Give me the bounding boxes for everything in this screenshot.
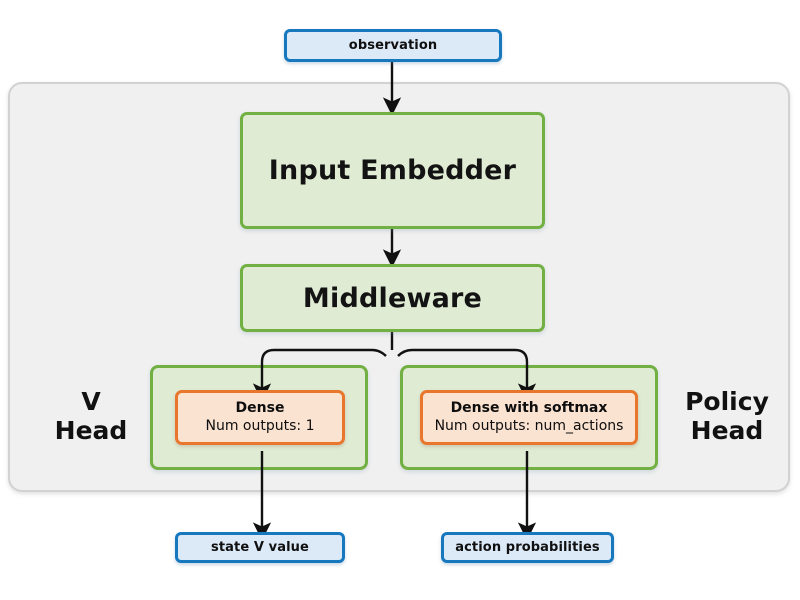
node-state-v-value-label: state V value: [211, 540, 309, 555]
policy-head-caption-line-2: Head: [690, 416, 764, 445]
node-state-v-value[interactable]: state V value: [175, 532, 345, 563]
node-input-embedder-label: Input Embedder: [268, 155, 517, 186]
node-policy-head-dense-title: Dense with softmax: [450, 399, 608, 416]
v-head-caption-line-2: Head: [54, 416, 128, 445]
node-action-probabilities-label: action probabilities: [455, 540, 600, 555]
v-head-caption: V Head: [36, 378, 146, 454]
policy-head-caption: Policy Head: [664, 378, 790, 454]
node-policy-head-dense[interactable]: Dense with softmax Num outputs: num_acti…: [420, 390, 638, 445]
policy-head-caption-line-1: Policy: [685, 386, 769, 416]
node-v-head-dense[interactable]: Dense Num outputs: 1: [175, 390, 345, 445]
v-head-caption-line-1: V: [81, 386, 101, 416]
node-policy-head-dense-outputs: Num outputs: num_actions: [434, 417, 624, 434]
node-v-head-dense-outputs: Num outputs: 1: [205, 417, 315, 434]
node-observation[interactable]: observation: [284, 29, 502, 62]
node-v-head-dense-title: Dense: [235, 399, 285, 416]
node-observation-label: observation: [348, 38, 438, 53]
node-input-embedder[interactable]: Input Embedder: [240, 112, 545, 229]
node-action-probabilities[interactable]: action probabilities: [441, 532, 614, 563]
node-middleware-label: Middleware: [302, 282, 483, 314]
node-middleware[interactable]: Middleware: [240, 264, 545, 332]
